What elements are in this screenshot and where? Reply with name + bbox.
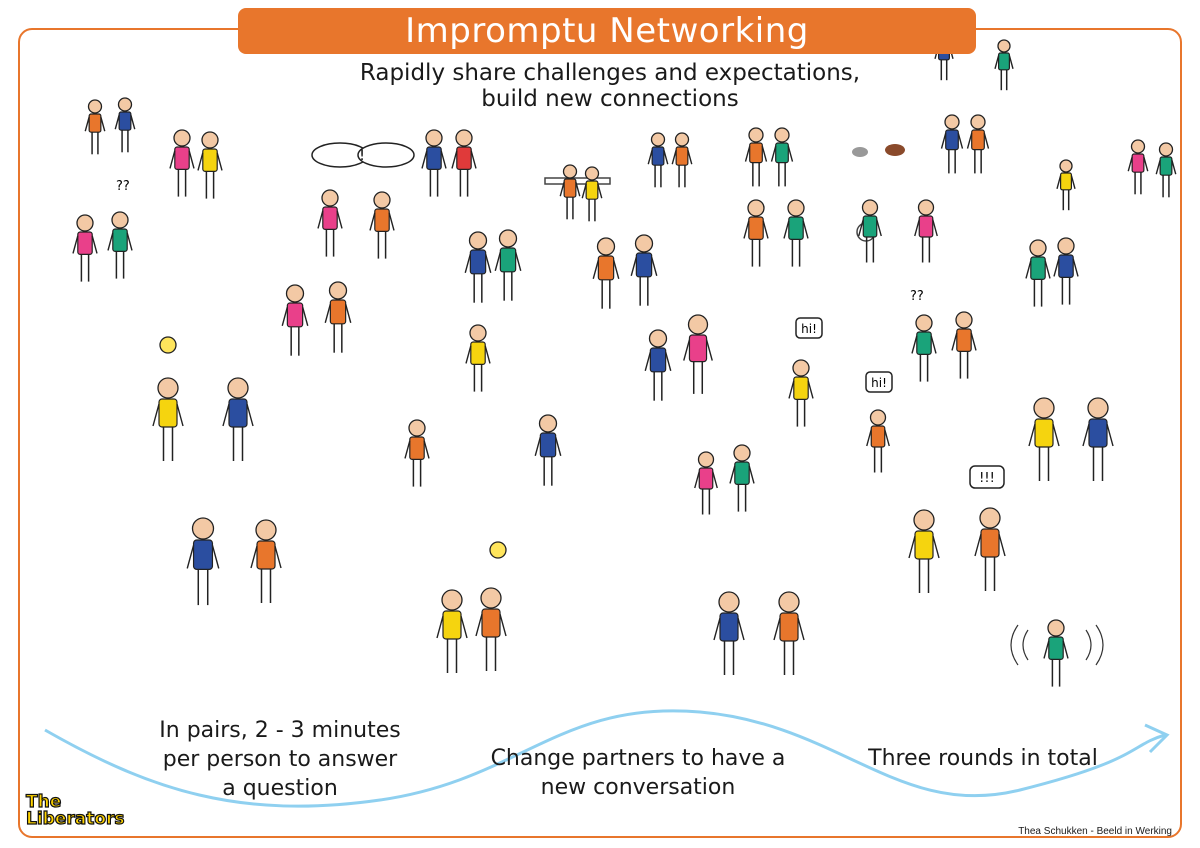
person-figure [107,211,133,279]
step-rounds: Three rounds in total [858,744,1108,773]
subtitle: Rapidly share challenges and expectation… [300,60,920,112]
lightbulb-icon [159,336,177,354]
flow-wave [44,709,1166,808]
person-figure [994,39,1014,91]
person-figure [559,164,581,220]
flow-arrowhead [1144,723,1170,754]
svg-text:!: ! [359,148,365,164]
person-figure [683,314,713,394]
person-figure [966,114,990,174]
hi-text-2: hi! [871,376,887,390]
logo-line: The [25,792,62,812]
question-text-2: ?? [910,289,924,304]
exclaim-text: !!! [979,471,995,486]
person-figure [647,132,669,188]
step-line: In pairs, 2 - 3 minutes [159,718,401,743]
hi-text-1: hi! [801,322,817,336]
person-figure [1025,239,1051,307]
step-line: Three rounds in total [868,746,1098,771]
question-text-1: ?? [116,179,130,194]
person-figure [743,199,769,267]
person-figure [72,214,98,282]
person-figure [1127,139,1149,195]
cat-icon [852,147,868,157]
person-figure [908,509,940,593]
logo-line: Liberators [25,809,125,829]
bench-icon [544,177,611,185]
person-figure [475,587,507,671]
person-figure [84,99,106,155]
person-figure [1028,397,1060,481]
person-figure [671,132,693,188]
people-group [72,29,1177,687]
step-line: per person to answer [162,747,398,772]
person-figure [581,166,603,222]
step-line: new conversation [540,775,736,800]
speech-bubble-hi-1: hi! [795,317,823,339]
person-figure [644,329,672,401]
person-figure [1155,142,1177,198]
person-figure [1043,619,1069,687]
person-figure [152,377,184,461]
person-figure [788,359,814,427]
subtitle-line: Rapidly share challenges and expectation… [359,60,861,86]
person-figure [451,129,477,197]
page-title: Impromptu Networking [405,11,809,51]
step-line: Change partners to have a [490,746,786,771]
liberators-logo: The Liberators [25,792,136,829]
step-pairs: In pairs, 2 - 3 minutes per person to an… [150,716,410,803]
person-figure [317,189,343,257]
person-figure [534,414,562,486]
person-figure [250,519,282,603]
person-figure [465,324,491,392]
person-figure [1056,159,1076,211]
dog-icon [885,144,905,156]
person-figure [369,191,395,259]
person-figure [858,199,882,263]
credit: Thea Schukken - Beeld in Werking [1018,826,1172,837]
person-figure [951,311,977,379]
person-figure [773,591,805,675]
person-figure [940,114,964,174]
person-figure [1053,237,1079,305]
person-figure [770,127,794,187]
person-figure [914,199,938,263]
person-figure [744,127,768,187]
person-figure [169,129,195,197]
person-figure [713,591,745,675]
person-figure [464,231,492,303]
person-figure [694,451,718,515]
step-line: a question [222,776,338,801]
person-figure [1082,397,1114,481]
person-figure [324,281,352,353]
title-banner: Impromptu Networking [238,8,976,54]
person-figure [197,131,223,199]
person-figure [281,284,309,356]
person-figure [404,419,430,487]
person-figure [421,129,447,197]
person-figure [592,237,620,309]
person-figure [114,97,136,153]
person-figure [630,234,658,306]
subtitle-line: build new connections [481,86,739,112]
person-figure [911,314,937,382]
person-figure [494,229,522,301]
vibration-waves-icon [1010,624,1104,666]
lightbulb-icon [489,541,507,559]
speech-bubble-exclaim: !!! [969,465,1005,489]
person-figure [222,377,254,461]
person-figure [783,199,809,267]
person-figure [436,589,468,673]
person-figure [866,409,890,473]
step-change-partners: Change partners to have a new conversati… [488,744,788,802]
speech-bubble-double: ! [311,142,415,168]
person-figure [974,507,1006,591]
speech-bubble-hi-2: hi! [865,371,893,393]
person-figure [729,444,755,512]
person-figure [186,517,220,606]
